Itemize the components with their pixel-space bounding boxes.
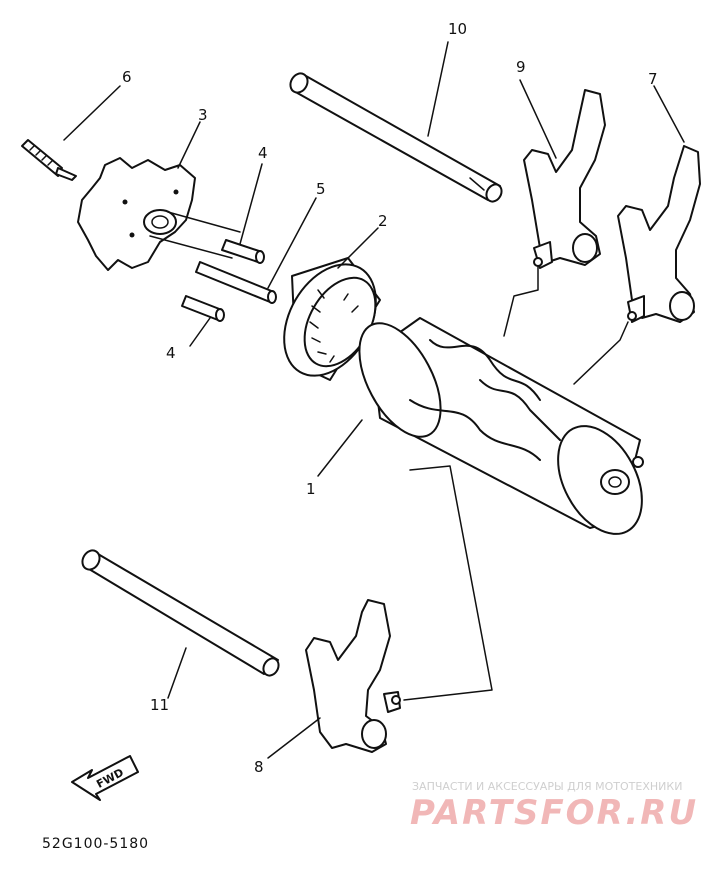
part-10-shaft	[289, 72, 503, 203]
callout-3: 3	[198, 106, 208, 124]
part-4-pin-upper	[221, 239, 265, 264]
part-7-shift-fork	[617, 145, 701, 323]
leader-lines	[63, 41, 685, 759]
part-9-shift-fork	[523, 89, 606, 269]
part-3-segment	[77, 157, 241, 271]
callout-labels: 10 9 7 6 3 4 5 2 4 1 11 8	[122, 20, 658, 776]
part-1-shift-drum	[358, 317, 644, 535]
part-2-bearing	[283, 257, 381, 381]
watermark: ЗАПЧАСТИ И АКСЕССУАРЫ ДЛЯ МОТОТЕХНИКИ PA…	[410, 780, 698, 833]
callout-6: 6	[122, 68, 132, 86]
callout-7: 7	[648, 70, 658, 88]
callout-10: 10	[448, 20, 467, 38]
part-5-pin-long	[195, 261, 277, 304]
watermark-tagline: ЗАПЧАСТИ И АКСЕССУАРЫ ДЛЯ МОТОТЕХНИКИ	[412, 780, 682, 793]
callout-8: 8	[254, 758, 264, 776]
callout-9: 9	[516, 58, 526, 76]
callout-11: 11	[150, 696, 169, 714]
callout-2: 2	[378, 212, 388, 230]
diagram-code: 52G100-5180	[42, 836, 149, 852]
part-8-shift-fork	[305, 599, 401, 753]
watermark-brand: PARTSFOR.RU	[410, 793, 698, 833]
part-4-pin-lower	[181, 295, 225, 322]
part-6-screw	[21, 139, 77, 181]
part-11-shaft	[81, 549, 280, 677]
callout-1: 1	[306, 480, 316, 498]
callout-5: 5	[316, 180, 326, 198]
callout-4-lower: 4	[166, 344, 176, 362]
callout-4-upper: 4	[258, 144, 268, 162]
forward-direction-arrow: FWD	[71, 755, 139, 801]
